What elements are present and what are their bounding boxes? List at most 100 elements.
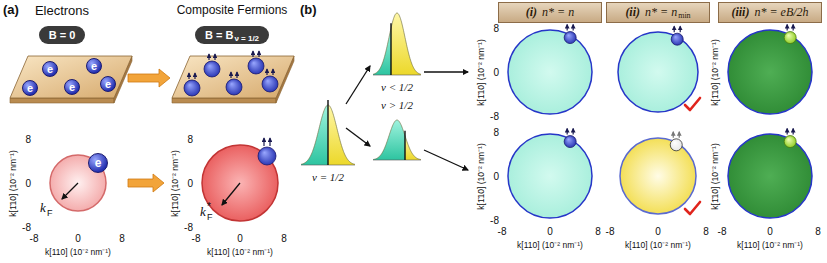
distribution-baseline	[373, 160, 421, 161]
composite-fermion	[564, 136, 576, 148]
electron-ball: e	[64, 79, 80, 95]
axis-label: k[110] (10⁻² nm⁻¹)	[45, 246, 111, 257]
distribution-baseline	[373, 75, 421, 76]
panel-letter: (a)	[3, 2, 19, 17]
axis-label: k[1̄10] (10⁻² nm⁻¹)	[169, 150, 180, 216]
tick-label: 8	[595, 226, 601, 237]
fermi-sea-disk	[618, 32, 698, 112]
fermi-sea-disk	[202, 145, 278, 221]
wavevector-superscript: *	[207, 201, 211, 212]
vortex-arrow	[194, 73, 195, 79]
case-number: (i)	[526, 5, 537, 20]
condition-header: (ii)n* = nmin	[606, 2, 710, 23]
electron-symbol: e	[95, 156, 102, 170]
tick-label: 8	[493, 127, 499, 138]
tick-label: 0	[493, 67, 499, 78]
sample-plate	[172, 56, 294, 98]
tick-label: 0	[655, 226, 661, 237]
field-text: B = 0	[49, 29, 76, 41]
pointer-arrow	[424, 150, 468, 170]
electron-symbol: e	[105, 78, 111, 90]
vortex-arrow	[269, 138, 270, 146]
plate-front-edge	[172, 98, 276, 103]
field-pill: B = Bν = 1/2	[195, 26, 269, 44]
axis-label: k[1̄10] (10⁻² nm⁻¹)	[7, 150, 18, 216]
empty-states	[328, 105, 355, 165]
tick-label: -8	[606, 226, 615, 237]
panel-heading: Composite Fermions	[177, 3, 288, 17]
vortex-arrow	[573, 25, 574, 31]
vortex-arrow	[188, 73, 189, 79]
axis-label: k[110] (10⁻² nm⁻¹)	[517, 239, 583, 250]
tick-label: -8	[192, 233, 201, 244]
pointer-arrow	[62, 183, 78, 199]
density-condition: n* = eB/2h	[754, 5, 808, 20]
vortex-arrow	[787, 129, 788, 135]
fermi-level-line	[390, 23, 391, 75]
wavevector-subscript: F	[207, 212, 213, 222]
electron-symbol: e	[27, 82, 33, 94]
tick-label: 8	[187, 134, 193, 145]
fermi-sea-disk	[50, 155, 106, 211]
vortex-arrow	[214, 54, 215, 60]
panel-letter: (b)	[300, 2, 317, 17]
tick-label: 0	[237, 233, 243, 244]
vortex-arrow	[258, 51, 259, 57]
composite-fermion	[564, 32, 576, 44]
axis-label: k[1̄10] (10⁻² nm⁻¹)	[709, 39, 720, 105]
composite-fermion	[226, 79, 242, 95]
wavevector-subscript: F	[47, 208, 53, 218]
electron-ball: e	[86, 58, 102, 74]
panel-heading: Electrons	[35, 3, 89, 18]
axis-label: k[110] (10⁻² nm⁻¹)	[737, 239, 803, 250]
tick-label: 8	[25, 134, 31, 145]
tick-label: 0	[493, 171, 499, 182]
condition-header: (i) n* = n	[498, 2, 602, 23]
fermi-sea-disk	[728, 134, 812, 218]
vortex-arrow	[680, 26, 681, 32]
case-number: (iii)	[731, 5, 749, 20]
vortex-arrow	[236, 72, 237, 78]
vortex-arrow	[230, 72, 231, 78]
tick-label: 0	[547, 226, 553, 237]
axis-label: k[110] (10⁻² nm⁻¹)	[625, 239, 691, 250]
tick-label: -8	[718, 226, 727, 237]
tick-label: 0	[25, 178, 31, 189]
transition-arrow	[128, 69, 170, 87]
sample-plate	[10, 56, 132, 98]
fermi-sea-disk	[508, 30, 592, 114]
filled-states	[301, 105, 328, 165]
field-pill: B = 0	[39, 26, 86, 44]
vortex-arrow	[272, 69, 273, 75]
empty-states	[391, 13, 421, 75]
tick-label: 0	[187, 178, 193, 189]
composite-fermion	[184, 80, 200, 96]
vortex-arrow	[787, 25, 788, 31]
electron-ball: e	[22, 80, 38, 96]
filling-label: ν = 1/2	[312, 171, 344, 183]
wavevector-symbol: k	[200, 204, 206, 220]
fermi-sea-disk	[728, 30, 812, 114]
pointer-arrow	[346, 128, 370, 146]
electron-symbol: e	[91, 60, 97, 72]
composite-fermion	[671, 33, 683, 45]
pointer-arrow	[222, 183, 240, 205]
density-condition: n* = n	[542, 5, 574, 20]
axis-label: k[1̄10] (10⁻² nm⁻¹)	[475, 39, 486, 105]
vortex-arrow	[208, 54, 209, 60]
composite-fermion	[258, 147, 276, 165]
composite-fermion	[784, 32, 796, 44]
field-subscript: ν = 1/2	[234, 34, 259, 43]
fermi-level-line	[327, 100, 328, 165]
vortex-arrow	[567, 25, 568, 31]
tick-label: 8	[281, 233, 287, 244]
electron-symbol: e	[69, 81, 75, 93]
composite-fermion	[262, 76, 278, 92]
axis-label: k[1̄10] (10⁻² nm⁻¹)	[709, 143, 720, 209]
axis-label: k[1̄10] (10⁻² nm⁻¹)	[475, 143, 486, 209]
vortex-arrow	[679, 132, 680, 138]
field-text: B = B	[205, 29, 233, 41]
vortex-arrow	[793, 25, 794, 31]
vortex-arrow	[674, 26, 675, 32]
